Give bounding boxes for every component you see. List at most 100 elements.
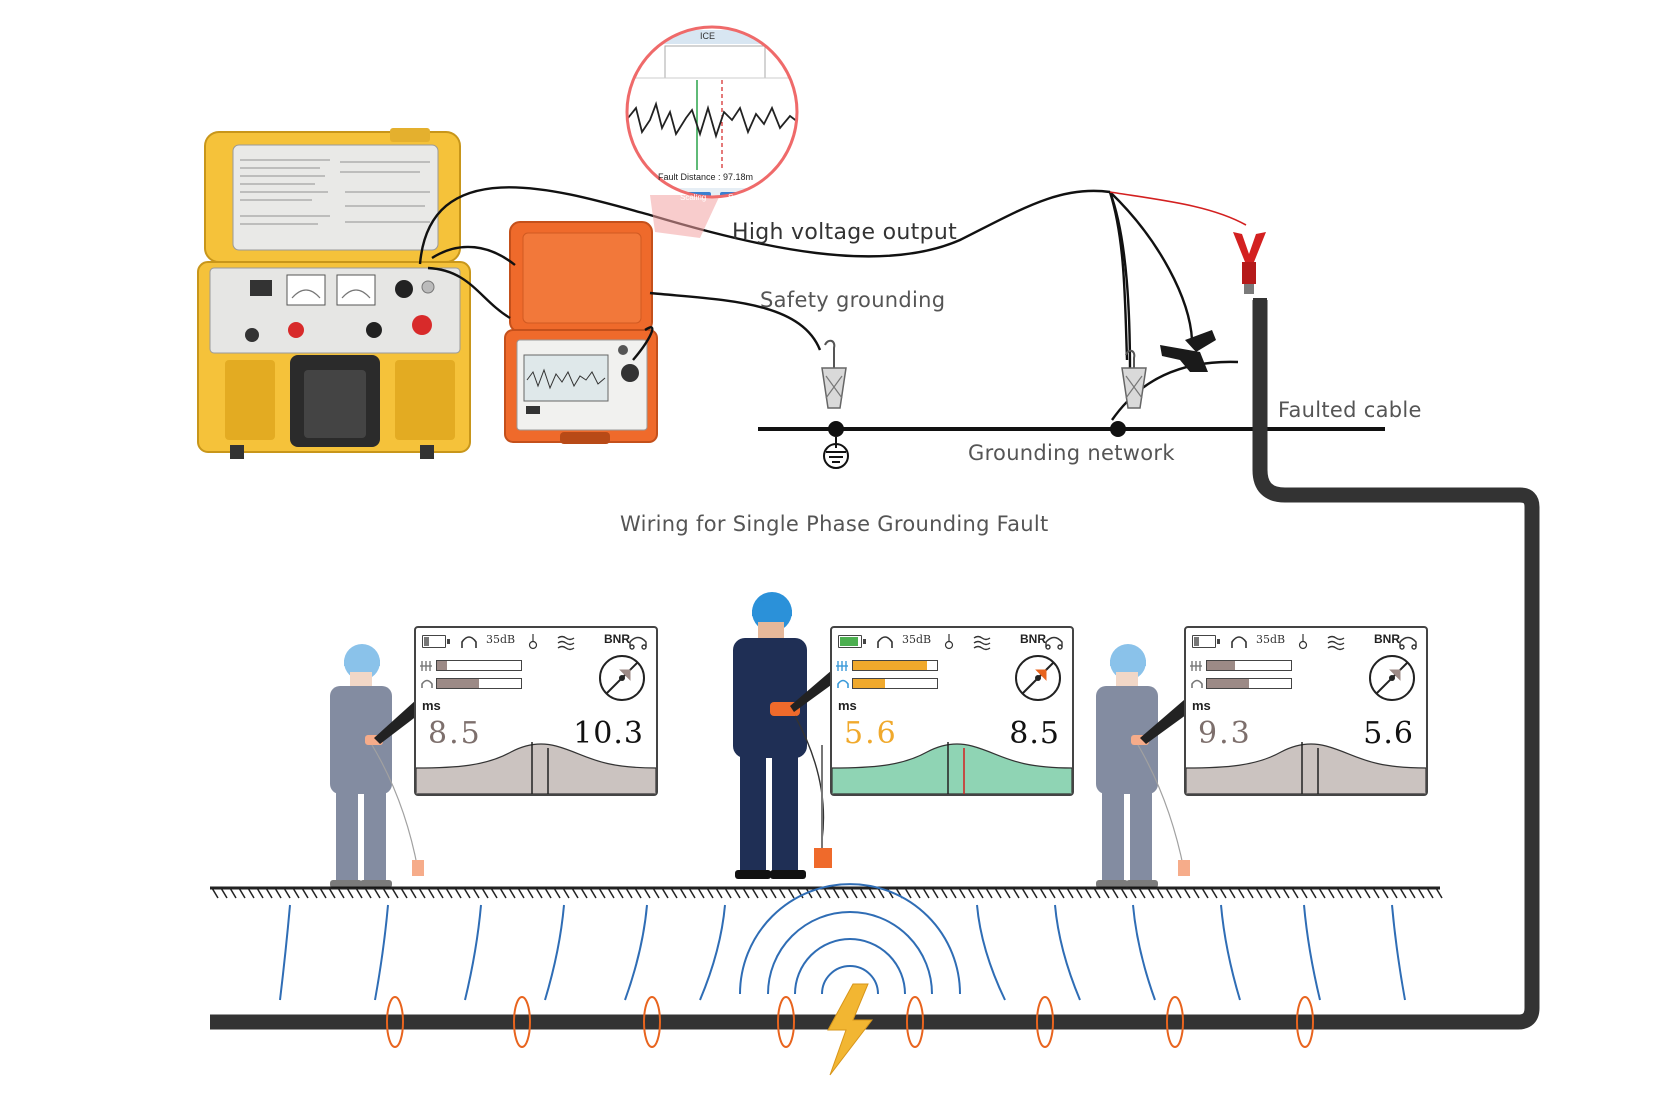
ground-clamp-cable: [1111, 360, 1239, 421]
bnr-label: BNR: [1020, 632, 1046, 646]
hatch-mark: [364, 887, 372, 899]
worker-figure-right: [1096, 644, 1190, 888]
signal-envelope: [1186, 742, 1426, 794]
battery-icon: [1192, 635, 1220, 648]
volume-readout: 35dB: [1256, 633, 1286, 646]
acoustic-level-bar: [436, 678, 522, 689]
hatch-mark: [940, 887, 948, 899]
volume-readout: 35dB: [902, 633, 932, 646]
distance-value: 10.3: [573, 716, 644, 751]
acoustic-icon: [837, 679, 849, 688]
hatch-mark: [1129, 887, 1137, 899]
hatch-mark: [1282, 887, 1290, 899]
magnetic-ring: [1296, 996, 1314, 1048]
red-clamp-icon: [1233, 232, 1266, 294]
hatch-mark: [283, 887, 291, 899]
wiring-caption: Wiring for Single Phase Grounding Fault: [620, 512, 1049, 536]
hatch-mark: [886, 887, 894, 899]
hatch-mark: [1111, 887, 1119, 899]
hatch-mark: [769, 887, 777, 899]
hatch-mark: [310, 887, 318, 899]
hatch-mark: [1048, 887, 1056, 899]
hatch-mark: [742, 887, 750, 899]
hatch-mark: [949, 887, 957, 899]
hatch-mark: [409, 887, 417, 899]
hatch-mark: [1345, 887, 1353, 899]
hatch-mark: [904, 887, 912, 899]
field-arc: [794, 938, 906, 995]
lightning-bolt-icon: [827, 983, 874, 1076]
hatch-mark: [985, 887, 993, 899]
hatch-mark: [1093, 887, 1101, 899]
acoustic-icon: [1191, 679, 1203, 688]
inset-title: ICE: [700, 31, 716, 41]
magnetic-ring: [1036, 996, 1054, 1048]
hatch-mark: [958, 887, 966, 899]
hatch-mark: [292, 887, 300, 899]
ground-node: [828, 421, 844, 437]
hatch-mark: [976, 887, 984, 899]
hatch-mark: [1435, 887, 1443, 899]
field-line: [1391, 904, 1406, 1001]
magnetic-level-bar: [1206, 660, 1292, 671]
hatch-mark: [382, 887, 390, 899]
hatch-mark: [1381, 887, 1389, 899]
ground-hook-icon: [821, 339, 847, 409]
clamp-wire-2: [1109, 191, 1194, 341]
hatch-mark: [1156, 887, 1164, 899]
hatch-mark: [472, 887, 480, 899]
magnetic-ring: [386, 996, 404, 1048]
hatch-mark: [391, 887, 399, 899]
magnetic-icon: [1190, 661, 1202, 671]
hatch-mark: [508, 887, 516, 899]
faulted-cable-label: Faulted cable: [1278, 398, 1422, 422]
hatch-mark: [499, 887, 507, 899]
hatch-mark: [1309, 887, 1317, 899]
delay-value: 9.3: [1198, 716, 1252, 751]
hatch-mark: [1138, 887, 1146, 899]
field-line: [1054, 904, 1081, 1001]
direction-compass-icon: [599, 655, 645, 701]
bnr-label: BNR: [1374, 632, 1400, 646]
safety-grounding-label: Safety grounding: [760, 288, 946, 312]
hatch-mark: [688, 887, 696, 899]
hatch-mark: [1399, 887, 1407, 899]
unit-label: ms: [1192, 698, 1211, 713]
field-line: [624, 904, 648, 1001]
hatch-mark: [1237, 887, 1245, 899]
hatch-mark: [1327, 887, 1335, 899]
hatch-mark: [1012, 887, 1020, 899]
hatch-mark: [796, 887, 804, 899]
earth-ground-icon: [823, 437, 849, 469]
hatch-mark: [787, 887, 795, 899]
magnetic-ring: [643, 996, 661, 1048]
hatch-mark: [1183, 887, 1191, 899]
hatch-mark: [1120, 887, 1128, 899]
hatch-mark: [589, 887, 597, 899]
hatch-mark: [1021, 887, 1029, 899]
ground-hatching: [211, 887, 1443, 899]
tdr-waveform-inset: [625, 25, 799, 238]
field-arc: [739, 883, 961, 995]
hatch-mark: [994, 887, 1002, 899]
magnetic-ring: [513, 996, 531, 1048]
hatch-mark: [1300, 887, 1308, 899]
hatch-mark: [661, 887, 669, 899]
hatch-mark: [436, 887, 444, 899]
hatch-mark: [733, 887, 741, 899]
hatch-mark: [319, 887, 327, 899]
hatch-mark: [724, 887, 732, 899]
hatch-mark: [247, 887, 255, 899]
hatch-mark: [922, 887, 930, 899]
hatch-mark: [553, 887, 561, 899]
field-arc: [821, 965, 879, 995]
headset-icon: [1399, 636, 1417, 650]
hatch-mark: [544, 887, 552, 899]
field-line: [464, 904, 482, 1001]
hatch-mark: [454, 887, 462, 899]
wave-filter-icon: [1327, 635, 1345, 651]
hatch-mark: [1336, 887, 1344, 899]
